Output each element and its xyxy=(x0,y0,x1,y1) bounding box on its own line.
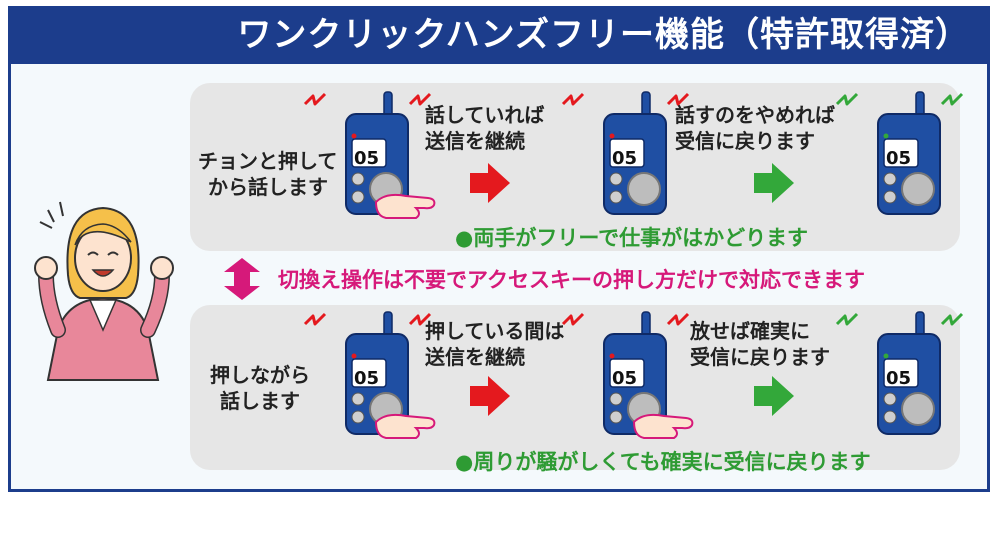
row1-arrow-send xyxy=(470,163,510,203)
panel-one-click xyxy=(190,83,960,251)
double-arrow-icon xyxy=(224,258,260,300)
row1-step2-line1: 話していれば xyxy=(425,103,545,127)
row2-radio-2 xyxy=(561,311,694,439)
middle-note: 切換え操作は不要でアクセスキーの押し方だけで対応できます xyxy=(278,268,865,292)
header-bar: ワンクリックハンズフリー機能（特許取得済） xyxy=(8,6,990,64)
row1-radio-1-display: 05 xyxy=(354,148,380,169)
row1-step3-line2: 受信に戻ります xyxy=(675,129,815,153)
row1-radio-2-display: 05 xyxy=(612,148,638,169)
row1-start-line2: から話します xyxy=(208,175,328,199)
row2-start-line1: 押しながら xyxy=(210,363,310,387)
happy-person-illustration xyxy=(34,201,174,381)
row1-radio-2 xyxy=(561,91,690,215)
row1-radio-3 xyxy=(835,91,964,215)
row2-step3-line2: 受信に戻ります xyxy=(690,345,830,369)
row2-step2-line1: 押している間は xyxy=(425,319,565,343)
row2-radio-3-display: 05 xyxy=(886,368,912,389)
row2-arrow-send xyxy=(470,376,510,416)
page-title: ワンクリックハンズフリー機能（特許取得済） xyxy=(237,15,970,55)
row2-radio-3 xyxy=(835,311,964,435)
row2-note: ●周りが騒がしくても確実に受信に戻ります xyxy=(455,450,871,474)
row2-step2-line2: 送信を継続 xyxy=(425,345,525,369)
row1-step3-line1: 話すのをやめれば xyxy=(675,103,835,127)
row2-start-line2: 話します xyxy=(220,389,300,413)
row1-arrow-receive xyxy=(754,163,794,203)
row2-step3-line1: 放せば確実に xyxy=(690,319,810,343)
row2-arrow-receive xyxy=(754,376,794,416)
panel-push-to-talk xyxy=(190,305,960,470)
row1-start-line1: チョンと押して xyxy=(198,149,338,173)
row2-radio-2-display: 05 xyxy=(612,368,638,389)
row2-radio-1 xyxy=(303,311,436,439)
row2-radio-1-display: 05 xyxy=(354,368,380,389)
row1-step2-line2: 送信を継続 xyxy=(425,129,525,153)
row1-radio-3-display: 05 xyxy=(886,148,912,169)
row1-radio-1 xyxy=(303,91,436,219)
row1-note: ●両手がフリーで仕事がはかどります xyxy=(455,226,809,250)
